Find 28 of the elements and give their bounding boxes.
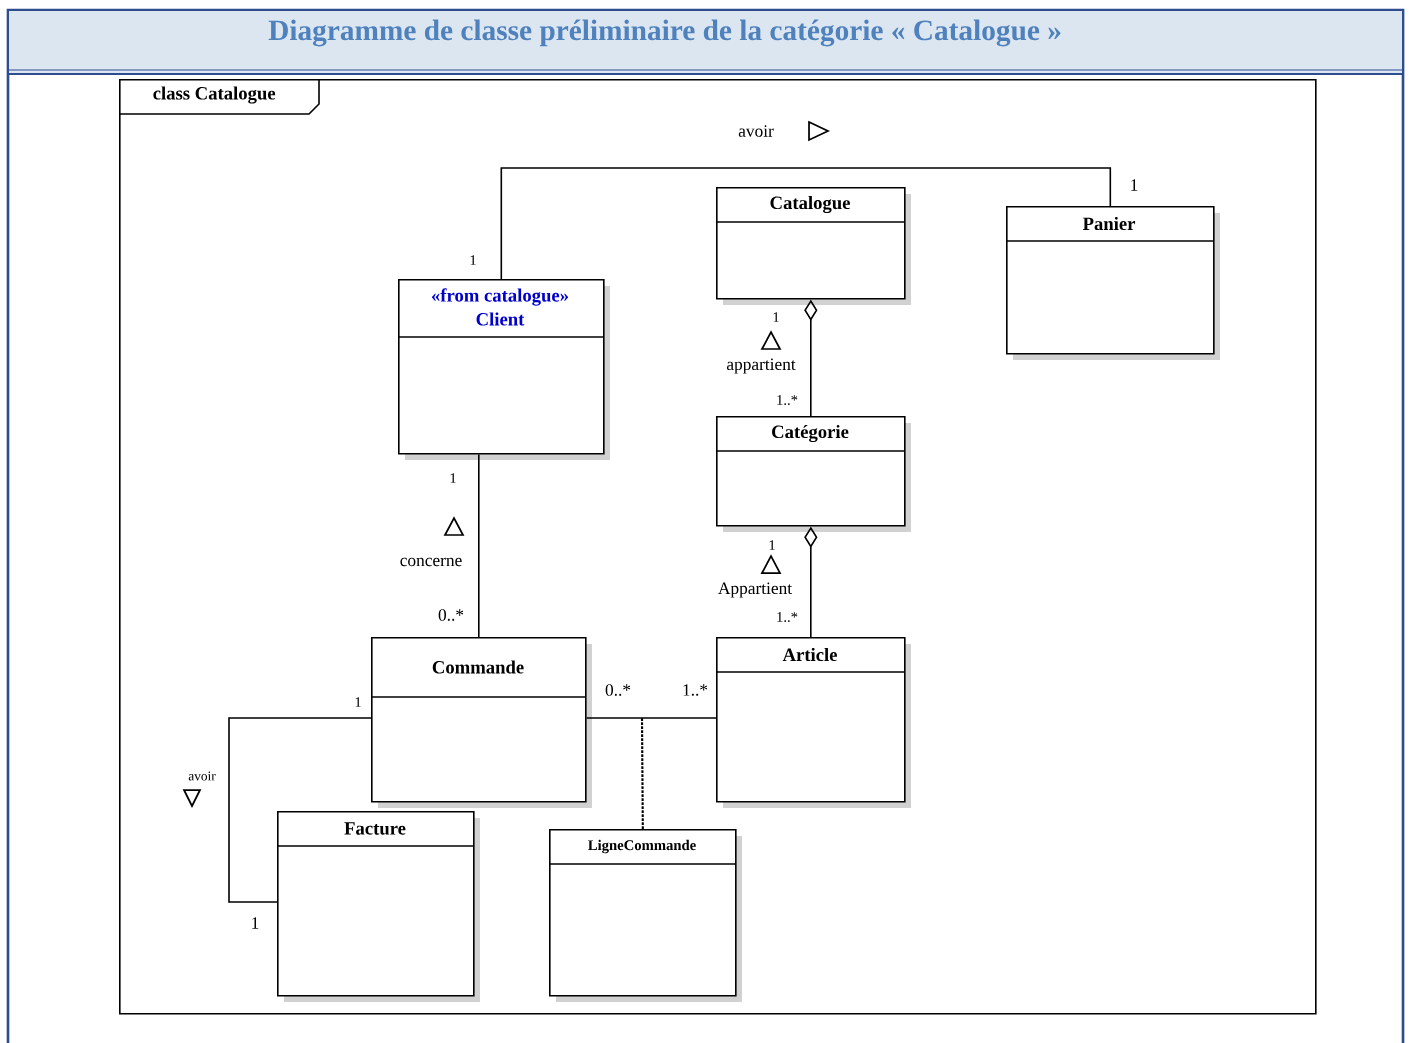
class-box: Commande xyxy=(370,637,592,808)
multiplicity: 1 xyxy=(252,917,259,929)
multiplicity: 1 xyxy=(450,473,456,483)
class-box: LigneCommande xyxy=(548,829,742,1002)
edge-label: appartient xyxy=(725,357,797,375)
multiplicity: 1..* xyxy=(777,612,798,622)
title-band: Diagramme de classe préliminaire de la catégorie « Catalogue » xyxy=(7,9,1404,75)
association-line xyxy=(500,167,1112,280)
multiplicity: 1..* xyxy=(683,684,708,696)
multiplicity: 1..* xyxy=(777,395,798,405)
class-box: Facture xyxy=(276,811,480,1002)
association-line xyxy=(228,717,372,903)
class-box: Catégorie xyxy=(715,416,911,532)
multiplicity: 1 xyxy=(355,697,361,707)
edge-label: concerne xyxy=(398,556,464,568)
multiplicity: 1 xyxy=(1131,179,1138,191)
edge-label: Appartient xyxy=(716,581,794,599)
edge-label: avoir xyxy=(736,123,776,139)
association-line xyxy=(478,453,480,638)
class-box: Catalogue xyxy=(715,187,911,305)
class-box: Panier xyxy=(1005,206,1220,360)
class-box: «from catalogue» Client xyxy=(397,279,610,460)
edge-label: avoir xyxy=(186,770,218,782)
multiplicity: 1 xyxy=(470,255,476,265)
class-box: Article xyxy=(715,637,911,808)
association-line xyxy=(585,717,717,719)
multiplicity: 0..* xyxy=(438,609,464,621)
association-class-link xyxy=(640,718,644,829)
